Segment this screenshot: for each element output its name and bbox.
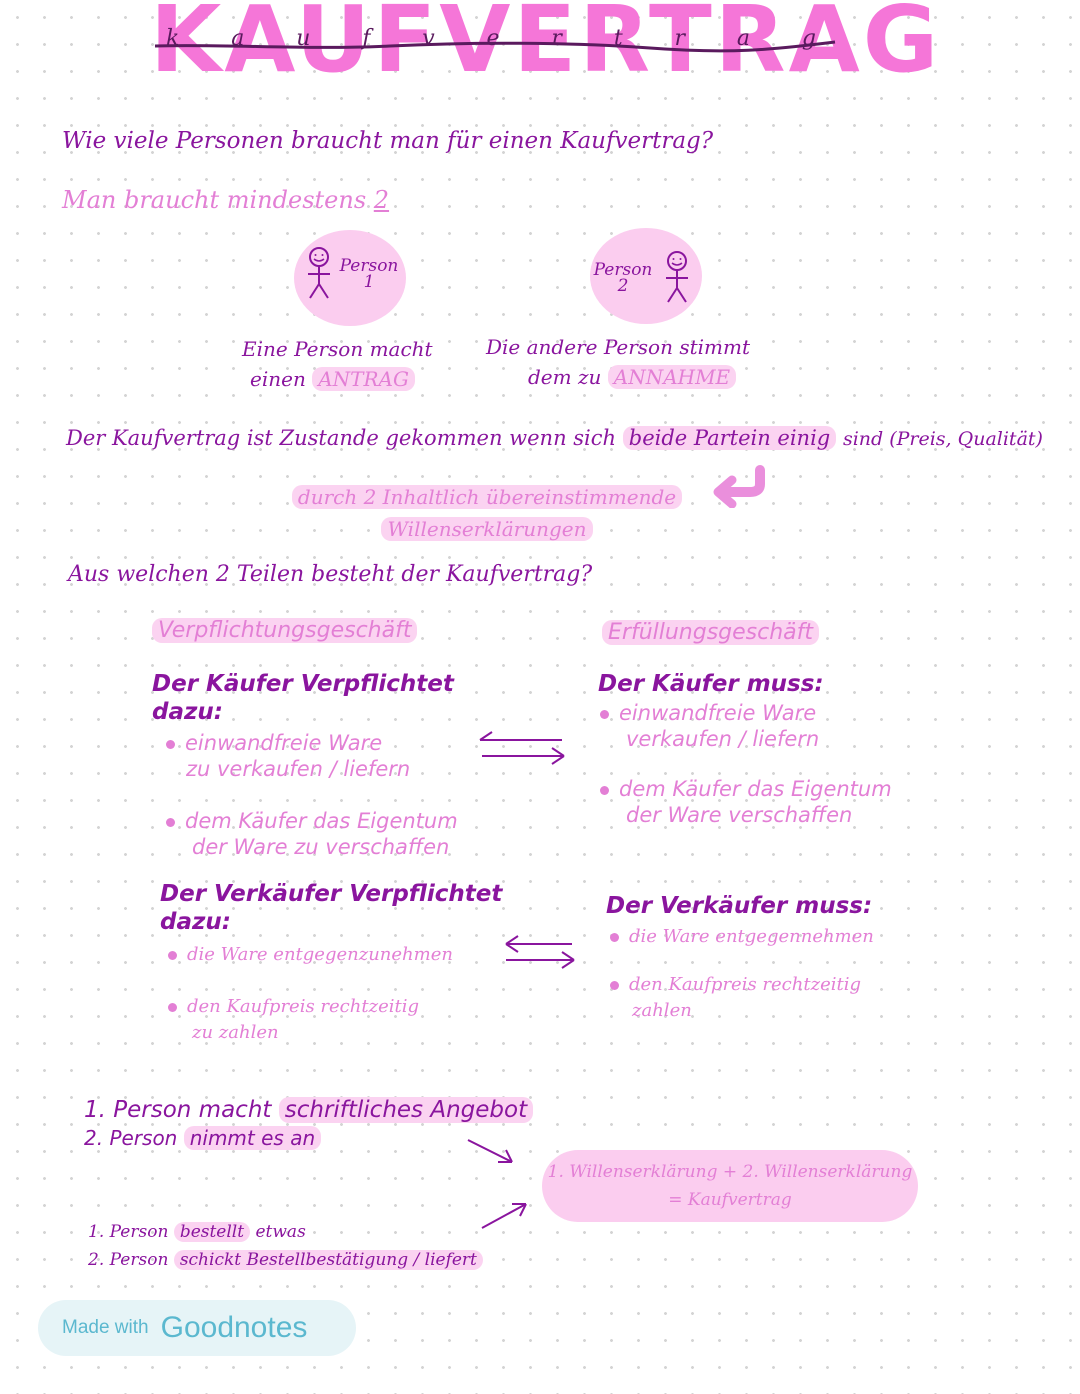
example-highlight: schriftliches Angebot <box>278 1097 534 1123</box>
statement-note-line: durch 2 Inhaltlich übereinstimmende <box>291 485 683 509</box>
stick-figure-icon <box>666 251 688 303</box>
heading-line: dazu: <box>160 909 231 935</box>
item-text: die Ware entgegennehmen <box>629 926 874 947</box>
result-text: 1. Willenserklärung + 2. Willenserklärun… <box>542 1158 918 1214</box>
result-line: 1. Willenserklärung + 2. Willenserklärun… <box>547 1162 913 1182</box>
double-arrow-icon <box>479 731 565 765</box>
example-1: 1. Person macht schriftliches Angebot 2.… <box>84 1096 534 1152</box>
title-letter: k <box>166 26 180 51</box>
person-2-circle <box>590 228 702 324</box>
example-highlight: schickt Bestellbestätigung / liefert <box>173 1250 483 1270</box>
example-text: etwas <box>255 1222 306 1242</box>
keyword-antrag: ANTRAG <box>312 367 415 391</box>
item-text: zahlen <box>632 1000 692 1021</box>
list-item: die Ware entgegennehmen <box>610 924 874 950</box>
title-letter: a <box>736 26 751 51</box>
right-buyer-heading: Der Käufer muss: <box>598 671 824 697</box>
person-number: 1 <box>363 272 375 292</box>
person-label: Person <box>593 260 653 280</box>
double-arrow-icon <box>505 935 575 969</box>
item-text: der Ware verschaffen <box>626 803 853 827</box>
item-text: zu zahlen <box>192 1022 279 1043</box>
item-text: dem Käufer das Eigentum <box>619 777 892 801</box>
person-number: 2 <box>617 276 629 296</box>
heading-erfuellungsgeschaeft: Erfüllungsgeschäft <box>602 620 820 645</box>
example-text: 1. Person macht <box>84 1097 272 1123</box>
list-item: einwandfreie Ware zu verkaufen / liefern <box>166 730 410 782</box>
question-persons: Wie viele Personen braucht man für einen… <box>62 128 714 154</box>
question-parts: Aus welchen 2 Teilen besteht der Kaufver… <box>68 562 593 587</box>
item-text: der Ware zu verschaffen <box>192 835 450 859</box>
statement-suffix: sind (Preis, Qualität) <box>842 428 1043 450</box>
example-text: 1. Person <box>88 1222 169 1242</box>
heading-line: Der Käufer Verpflichtet <box>152 671 454 697</box>
badge-made-with: Made with <box>62 1317 149 1338</box>
heading-text: Verpflichtungsgeschäft <box>152 618 418 643</box>
item-text: die Ware entgegenzunehmen <box>187 944 453 965</box>
left-seller-heading: Der Verkäufer Verpflichtet dazu: <box>160 880 502 936</box>
title-handwritten: k a u f v e r t r a g <box>166 26 816 51</box>
heading-verpflichtungsgeschaeft: Verpflichtungsgeschäft <box>152 618 418 643</box>
item-text: einwandfreie Ware <box>185 731 383 755</box>
heading-line: Der Verkäufer Verpflichtet <box>160 881 503 907</box>
person-1-description: Eine Person macht einen ANTRAG <box>242 334 433 394</box>
item-text: den Kaufpreis rechtzeitig <box>629 974 861 995</box>
list-item: die Ware entgegenzunehmen <box>168 942 453 968</box>
heading-text: Erfüllungsgeschäft <box>602 620 820 645</box>
person-desc-line: Die andere Person stimmt <box>486 335 750 359</box>
answer-number: 2 <box>373 186 390 214</box>
list-item: dem Käufer das Eigentum der Ware zu vers… <box>166 808 458 860</box>
person-desc-prefix: dem zu <box>528 365 602 389</box>
person-2-description: Die andere Person stimmt dem zu ANNAHME <box>486 332 750 392</box>
right-seller-heading: Der Verkäufer muss: <box>606 893 873 919</box>
example-highlight: nimmt es an <box>183 1126 322 1150</box>
example-text: 2. Person <box>84 1126 178 1150</box>
badge-brand: Goodnotes <box>160 1311 308 1344</box>
item-text: zu verkaufen / liefern <box>186 757 411 781</box>
result-line: = Kaufvertrag <box>668 1190 792 1210</box>
answer-text: Man braucht mindestens <box>62 186 367 214</box>
left-buyer-heading: Der Käufer Verpflichtet dazu: <box>152 670 454 726</box>
example-highlight: bestellt <box>173 1222 251 1242</box>
title-letter: r <box>674 26 686 51</box>
item-text: einwandfreie Ware <box>619 701 817 725</box>
item-text: verkaufen / liefern <box>626 727 820 751</box>
person-1-circle <box>294 230 406 326</box>
title-letter: r <box>551 26 562 51</box>
keyword-annahme: ANNAHME <box>607 365 737 389</box>
example-text: 2. Person <box>88 1250 169 1270</box>
person-2-label: Person 2 <box>590 260 656 296</box>
list-item: den Kaufpreis rechtzeitig zahlen <box>610 972 861 1024</box>
title-letter: e <box>486 26 500 51</box>
person-desc-line: Eine Person macht <box>242 337 433 361</box>
title-strike-line <box>154 40 836 53</box>
result-box <box>542 1150 918 1222</box>
statement-text: Der Kaufvertrag ist Zustande gekommen we… <box>66 426 617 450</box>
answer-persons: Man braucht mindestens 2 <box>62 186 389 214</box>
goodnotes-badge[interactable]: Made with Goodnotes <box>38 1300 356 1356</box>
statement-note: durch 2 Inhaltlich übereinstimmende Will… <box>272 482 702 546</box>
statement-note-line: Willenserklärungen <box>381 517 593 541</box>
title-letter: v <box>422 26 435 51</box>
curved-arrow-icon <box>713 465 765 508</box>
person-desc-prefix: einen <box>250 367 306 391</box>
title-letter: f <box>362 26 371 51</box>
title-letter: g <box>801 26 816 51</box>
arrow-icon <box>467 1139 527 1229</box>
statement-highlight: beide Partein einig <box>622 426 837 450</box>
list-item: den Kaufpreis rechtzeitig zu zahlen <box>168 994 419 1046</box>
title-letter: t <box>613 26 623 51</box>
statement: Der Kaufvertrag ist Zustande gekommen we… <box>66 426 1043 450</box>
title-letter: u <box>296 26 311 51</box>
heading-line: dazu: <box>152 699 223 725</box>
item-text: dem Käufer das Eigentum <box>185 809 458 833</box>
stick-figure-icon <box>308 247 330 299</box>
list-item: einwandfreie Ware verkaufen / liefern <box>600 700 819 752</box>
list-item: dem Käufer das Eigentum der Ware verscha… <box>600 776 892 828</box>
example-2: 1. Person bestellt etwas 2. Person schic… <box>88 1218 483 1274</box>
item-text: den Kaufpreis rechtzeitig <box>187 996 419 1017</box>
person-label: Person <box>339 256 399 276</box>
person-1-label: Person 1 <box>336 256 402 292</box>
title-letter: a <box>231 26 245 51</box>
